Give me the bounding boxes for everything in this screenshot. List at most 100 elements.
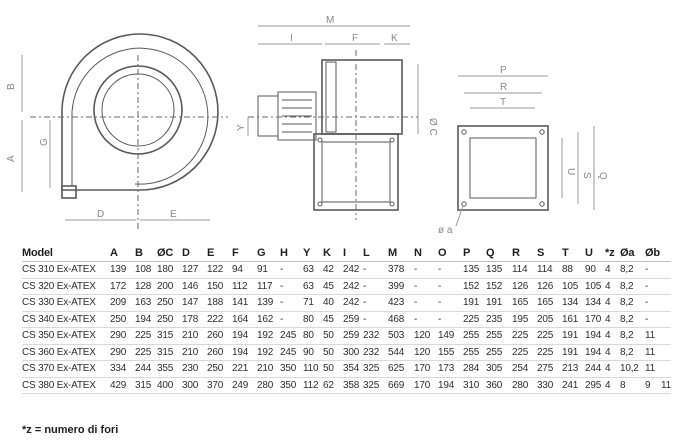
table-cell: 149: [438, 330, 455, 342]
table-cell: 105: [562, 280, 579, 292]
table-cell: 242: [343, 297, 360, 309]
table-cell: 9: [645, 379, 651, 391]
table-cell: 63: [303, 264, 314, 276]
column-header: K: [323, 247, 331, 259]
table-cell: 354: [343, 363, 360, 375]
column-header: E: [207, 247, 215, 259]
table-cell: 188: [207, 297, 224, 309]
table-cell: 222: [207, 313, 224, 325]
dim-label-q: Q: [597, 172, 608, 180]
table-cell: 191: [562, 330, 579, 342]
table-cell: 191: [463, 297, 480, 309]
column-header: R: [512, 247, 520, 259]
technical-drawings: B A G D E M I F K: [6, 15, 608, 236]
column-header: Model: [22, 247, 53, 259]
table-cell: 8,2: [620, 313, 634, 325]
table-cell: 242: [343, 280, 360, 292]
table-cell: 205: [537, 313, 554, 325]
table-cell: 245: [280, 330, 297, 342]
side-view-drawing: B A G D E: [6, 33, 228, 230]
column-header: Y: [303, 247, 311, 259]
column-header: I: [343, 247, 346, 259]
table-cell: 172: [110, 280, 127, 292]
dim-label-t: T: [500, 97, 506, 108]
table-cell: 330: [537, 379, 554, 391]
table-cell: 194: [585, 330, 602, 342]
table-cell: 126: [537, 280, 554, 292]
table-cell: 544: [388, 346, 405, 358]
table-cell: 225: [512, 346, 529, 358]
table-cell: 290: [110, 346, 127, 358]
table-cell: 241: [562, 379, 579, 391]
table-cell: 120: [414, 346, 431, 358]
table-cell: 315: [157, 330, 174, 342]
table-cell: 10,2: [620, 363, 639, 375]
table-cell: 250: [157, 313, 174, 325]
table-cell: 280: [512, 379, 529, 391]
dim-label-c: Ø C: [427, 118, 438, 136]
dim-label-p: P: [500, 65, 507, 76]
table-cell: 120: [414, 330, 431, 342]
table-cell: 334: [110, 363, 127, 375]
table-cell: 40: [323, 297, 334, 309]
table-cell: 260: [207, 330, 224, 342]
dim-label-g: G: [39, 138, 50, 146]
table-cell: 400: [157, 379, 174, 391]
column-header: F: [232, 247, 239, 259]
table-cell: 112: [232, 280, 248, 292]
table-cell: 225: [135, 346, 152, 358]
table-cell: -: [280, 297, 284, 309]
dim-label-m: M: [326, 15, 334, 26]
table-cell: 355: [157, 363, 174, 375]
table-cell: 50: [323, 363, 334, 375]
table-cell: 249: [232, 379, 249, 391]
table-cell: 155: [438, 346, 455, 358]
table-cell: 112: [303, 379, 319, 391]
table-cell: 360: [486, 379, 503, 391]
table-cell: 213: [562, 363, 579, 375]
table-cell: 150: [207, 280, 224, 292]
table-cell: 90: [303, 346, 314, 358]
front-view-drawing: M I F K Y Ø C: [236, 15, 438, 220]
table-cell: 250: [157, 297, 174, 309]
model-name-cell: CS 340 Ex-ATEX: [22, 313, 96, 325]
table-cell: -: [363, 280, 367, 292]
table-cell: 4: [605, 346, 611, 358]
table-cell: 146: [182, 280, 199, 292]
table-cell: 194: [585, 346, 602, 358]
table-cell: 194: [438, 379, 455, 391]
model-name-cell: CS 380 Ex-ATEX: [22, 379, 96, 391]
dim-label-y: Y: [236, 124, 247, 131]
table-cell: -: [414, 280, 418, 292]
table-cell: 4: [605, 297, 611, 309]
table-cell: 232: [363, 330, 380, 342]
table-cell: 163: [135, 297, 152, 309]
table-cell: 423: [388, 297, 405, 309]
table-cell: 255: [486, 346, 503, 358]
column-header: U: [585, 247, 593, 259]
table-cell: 225: [463, 313, 480, 325]
model-name-cell: CS 370 Ex-ATEX: [22, 363, 96, 375]
table-cell: 50: [323, 346, 334, 358]
table-cell: -: [414, 264, 418, 276]
table-cell: 152: [463, 280, 480, 292]
table-cell: 8: [620, 379, 626, 391]
table-cell: 11: [645, 346, 655, 358]
table-cell: 194: [135, 313, 152, 325]
table-cell: 210: [257, 363, 274, 375]
dim-label-s: S: [581, 172, 592, 179]
column-header: ØC: [157, 247, 174, 259]
table-cell: 8,2: [620, 330, 634, 342]
table-cell: 134: [562, 297, 579, 309]
table-cell: 399: [388, 280, 405, 292]
table-cell: 194: [232, 330, 249, 342]
dim-label-r: R: [500, 82, 507, 93]
column-header: A: [110, 247, 118, 259]
table-cell: 62: [323, 379, 334, 391]
table-cell: -: [414, 313, 418, 325]
table-cell: -: [645, 264, 649, 276]
dim-label-e: E: [170, 209, 177, 220]
